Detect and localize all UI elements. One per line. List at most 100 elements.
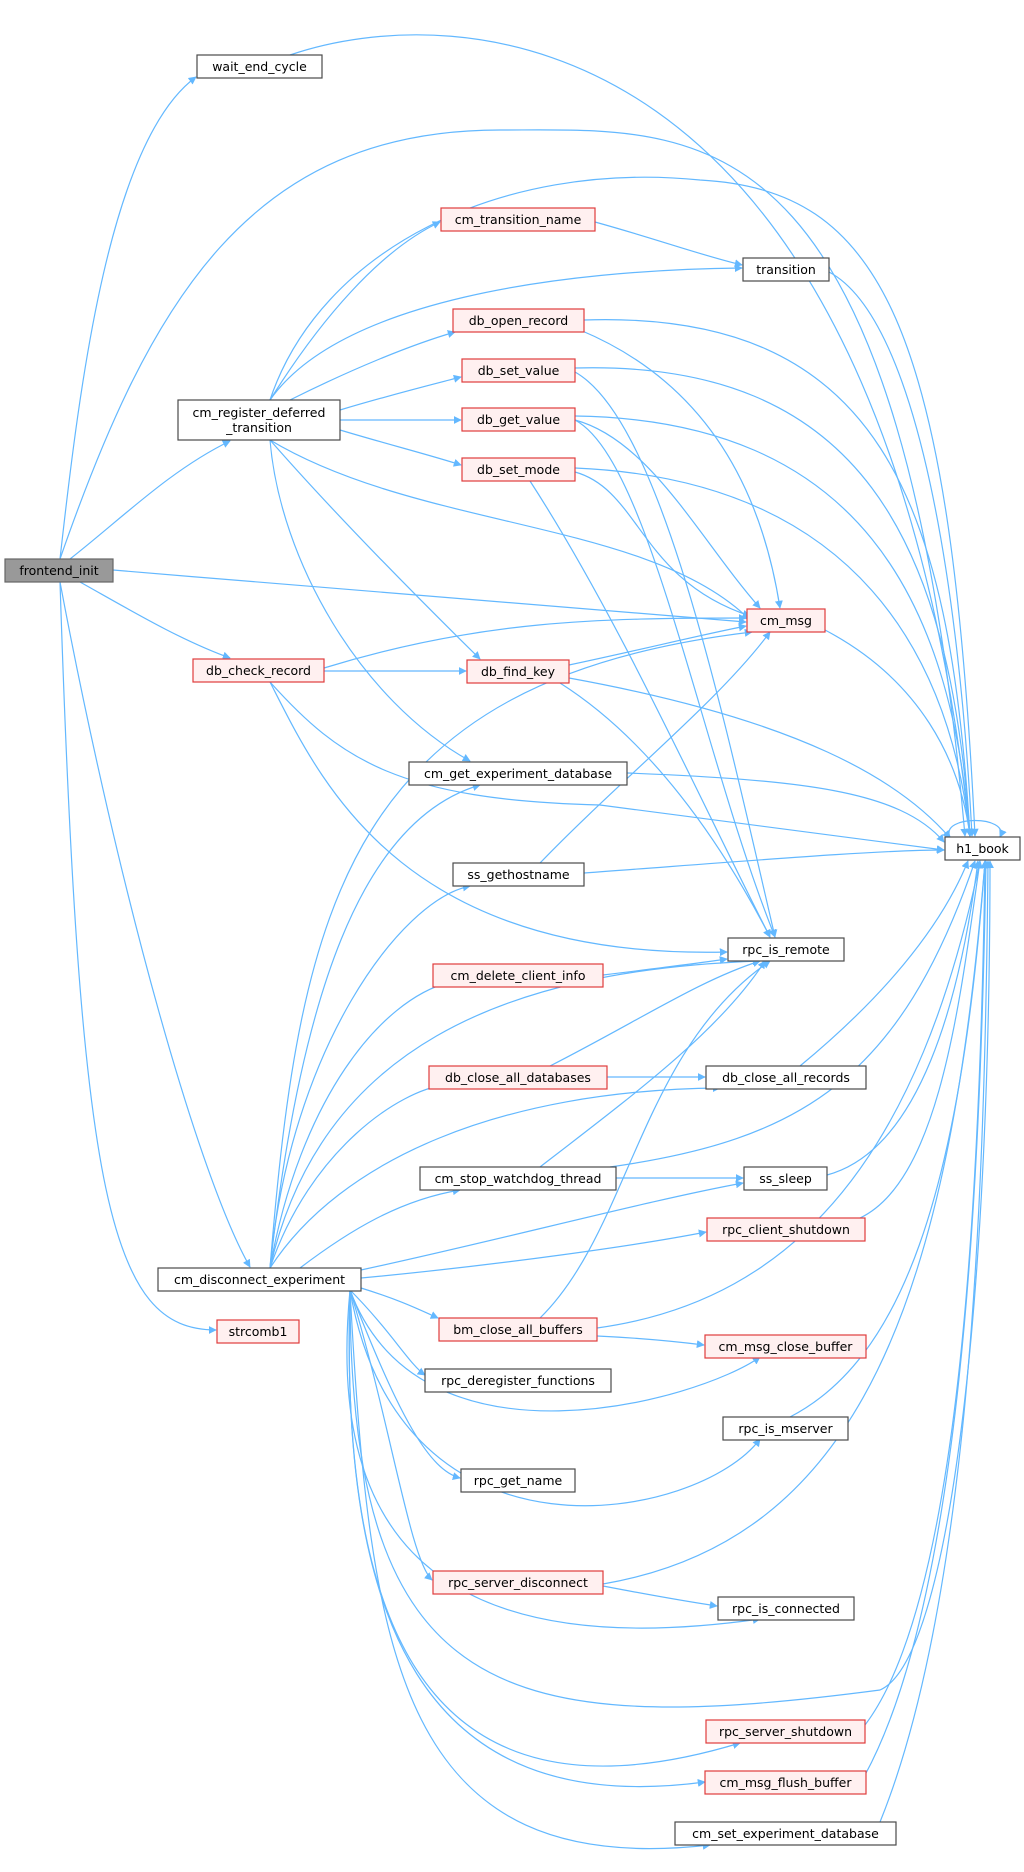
node-cm-register-deferred-transition[interactable]: cm_register_deferred_transition (177, 399, 341, 441)
edge-ss_gethostname-to-cm_msg (539, 631, 771, 864)
node-box (705, 1065, 867, 1090)
node-label: rpc_is_connected (732, 1601, 840, 1616)
node-label: cm_disconnect_experiment (174, 1272, 345, 1287)
edge-cm_register_deferred_transition-to-db_set_value (339, 374, 462, 411)
node-label: db_close_all_databases (445, 1070, 591, 1085)
edge-cm_disconnect_experiment-to-rpc_client_shutdown (360, 1229, 707, 1279)
node-box (460, 1468, 576, 1493)
node-rpc-is-mserver[interactable]: rpc_is_mserver (722, 1416, 849, 1441)
node-db-set-value[interactable]: db_set_value (461, 358, 576, 383)
edge-cm_disconnect_experiment-to-h1_book (349, 860, 994, 1708)
node-cm-stop-watchdog-thread[interactable]: cm_stop_watchdog_thread (419, 1166, 617, 1191)
edge-cm_register_deferred_transition-to-h1_book (269, 176, 979, 837)
node-h1-book[interactable]: h1_book (944, 836, 1021, 861)
edge-frontend_init-to-wait_end_cycle (59, 76, 197, 560)
node-box (438, 1317, 598, 1342)
node-box (674, 1821, 897, 1846)
node-db-close-all-records[interactable]: db_close_all_records (705, 1065, 867, 1090)
node-cm-msg-flush-buffer[interactable]: cm_msg_flush_buffer (704, 1770, 867, 1795)
node-rpc-is-remote[interactable]: rpc_is_remote (727, 937, 845, 962)
node-box (704, 1770, 867, 1795)
edge-db_set_value-to-rpc_is_remote (574, 371, 778, 938)
edge-cm_disconnect_experiment-to-ss_gethostname (269, 883, 471, 1269)
node-wait-end-cycle[interactable]: wait_end_cycle (196, 54, 323, 79)
node-label: cm_msg (760, 613, 812, 628)
node-db-get-value[interactable]: db_get_value (461, 407, 576, 432)
node-db-close-all-databases[interactable]: db_close_all_databases (428, 1065, 608, 1090)
node-box (944, 836, 1021, 861)
node-box (440, 207, 596, 232)
edge-cm_disconnect_experiment-to-bm_close_all_buffers (360, 1287, 439, 1319)
node-db-set-mode[interactable]: db_set_mode (461, 457, 576, 482)
edge-layer (59, 34, 1007, 1850)
edge-rpc_server_disconnect-to-rpc_is_connected (602, 1585, 718, 1609)
node-transition[interactable]: transition (742, 257, 830, 282)
node-label: rpc_is_remote (742, 942, 830, 957)
edge-transition-to-h1_book (828, 271, 976, 837)
node-box (705, 1719, 866, 1744)
edge-db_check_record-to-rpc_is_remote (269, 681, 728, 957)
node-label: strcomb1 (229, 1324, 288, 1339)
node-rpc-server-shutdown[interactable]: rpc_server_shutdown (705, 1719, 866, 1744)
node-cm-delete-client-info[interactable]: cm_delete_client_info (432, 963, 604, 988)
node-rpc-deregister-functions[interactable]: rpc_deregister_functions (424, 1368, 612, 1393)
edge-cm_register_deferred_transition-to-cm_get_experiment_database (269, 439, 471, 762)
node-strcomb1[interactable]: strcomb1 (216, 1319, 300, 1344)
node-cm-get-experiment-database[interactable]: cm_get_experiment_database (408, 761, 628, 786)
node-rpc-client-shutdown[interactable]: rpc_client_shutdown (706, 1217, 866, 1242)
node-label: cm_delete_client_info (451, 968, 586, 983)
node-label: frontend_init (19, 563, 98, 578)
node-box (742, 257, 830, 282)
node-rpc-get-name[interactable]: rpc_get_name (460, 1468, 576, 1493)
edge-cm_disconnect_experiment-to-cm_delete_client_info (269, 979, 451, 1269)
node-rpc-is-connected[interactable]: rpc_is_connected (717, 1596, 855, 1621)
edge-h1_book-to-h1_book (948, 820, 1007, 838)
node-cm-disconnect-experiment[interactable]: cm_disconnect_experiment (157, 1267, 362, 1292)
edge-db_check_record-to-cm_msg (323, 614, 747, 669)
node-cm-set-experiment-database[interactable]: cm_set_experiment_database (674, 1821, 897, 1846)
edge-cm_stop_watchdog_thread-to-h1_book (609, 860, 977, 1168)
node-db-check-record[interactable]: db_check_record (192, 658, 325, 683)
node-box (704, 1334, 867, 1359)
node-label: rpc_deregister_functions (441, 1373, 595, 1388)
edge-cm_disconnect_experiment-to-db_close_all_records (269, 1084, 721, 1269)
edge-db_set_value-to-h1_book (574, 367, 974, 837)
edge-frontend_init-to-cm_disconnect_experiment (59, 581, 251, 1268)
node-box (196, 54, 323, 79)
edge-cm_disconnect_experiment-to-rpc_server_shutdown (348, 1289, 741, 1767)
edge-cm_transition_name-to-transition (594, 221, 743, 268)
node-label: rpc_is_mserver (738, 1421, 833, 1436)
node-box (4, 558, 114, 583)
edge-db_close_all_records-to-h1_book (799, 860, 969, 1067)
node-db-find-key[interactable]: db_find_key (466, 659, 570, 684)
node-db-open-record[interactable]: db_open_record (452, 308, 585, 333)
edge-db_find_key-to-rpc_is_remote (559, 682, 771, 938)
node-frontend-init[interactable]: frontend_init (4, 558, 114, 583)
node-box (157, 1267, 362, 1292)
edge-rpc_client_shutdown-to-h1_book (859, 860, 983, 1219)
node-cm-msg-close-buffer[interactable]: cm_msg_close_buffer (704, 1334, 867, 1359)
node-box (419, 1166, 617, 1191)
node-box (743, 1166, 828, 1191)
node-cm-msg[interactable]: cm_msg (746, 608, 826, 633)
node-bm-close-all-buffers[interactable]: bm_close_all_buffers (438, 1317, 598, 1342)
node-box (216, 1319, 300, 1344)
node-box (192, 658, 325, 683)
edge-cm_register_deferred_transition-to-db_open_record (289, 330, 456, 401)
edge-cm_stop_watchdog_thread-to-rpc_is_remote (539, 960, 766, 1168)
node-rpc-server-disconnect[interactable]: rpc_server_disconnect (432, 1570, 604, 1595)
node-ss-gethostname[interactable]: ss_gethostname (452, 862, 585, 887)
edge-frontend_init-to-cm_msg (112, 569, 747, 626)
edge-db_close_all_databases-to-rpc_is_remote (549, 959, 761, 1067)
node-cm-transition-name[interactable]: cm_transition_name (440, 207, 596, 232)
edge-cm_disconnect_experiment-to-ss_sleep (360, 1180, 744, 1271)
node-ss-sleep[interactable]: ss_sleep (743, 1166, 828, 1191)
edge-db_get_value-to-rpc_is_remote (574, 419, 777, 938)
node-label: cm_transition_name (455, 212, 582, 227)
node-box (432, 1570, 604, 1595)
node-box (428, 1065, 608, 1090)
node-label: wait_end_cycle (212, 59, 307, 74)
node-label: db_set_value (478, 363, 560, 378)
edge-cm_disconnect_experiment-to-rpc_is_connected (346, 1289, 761, 1629)
